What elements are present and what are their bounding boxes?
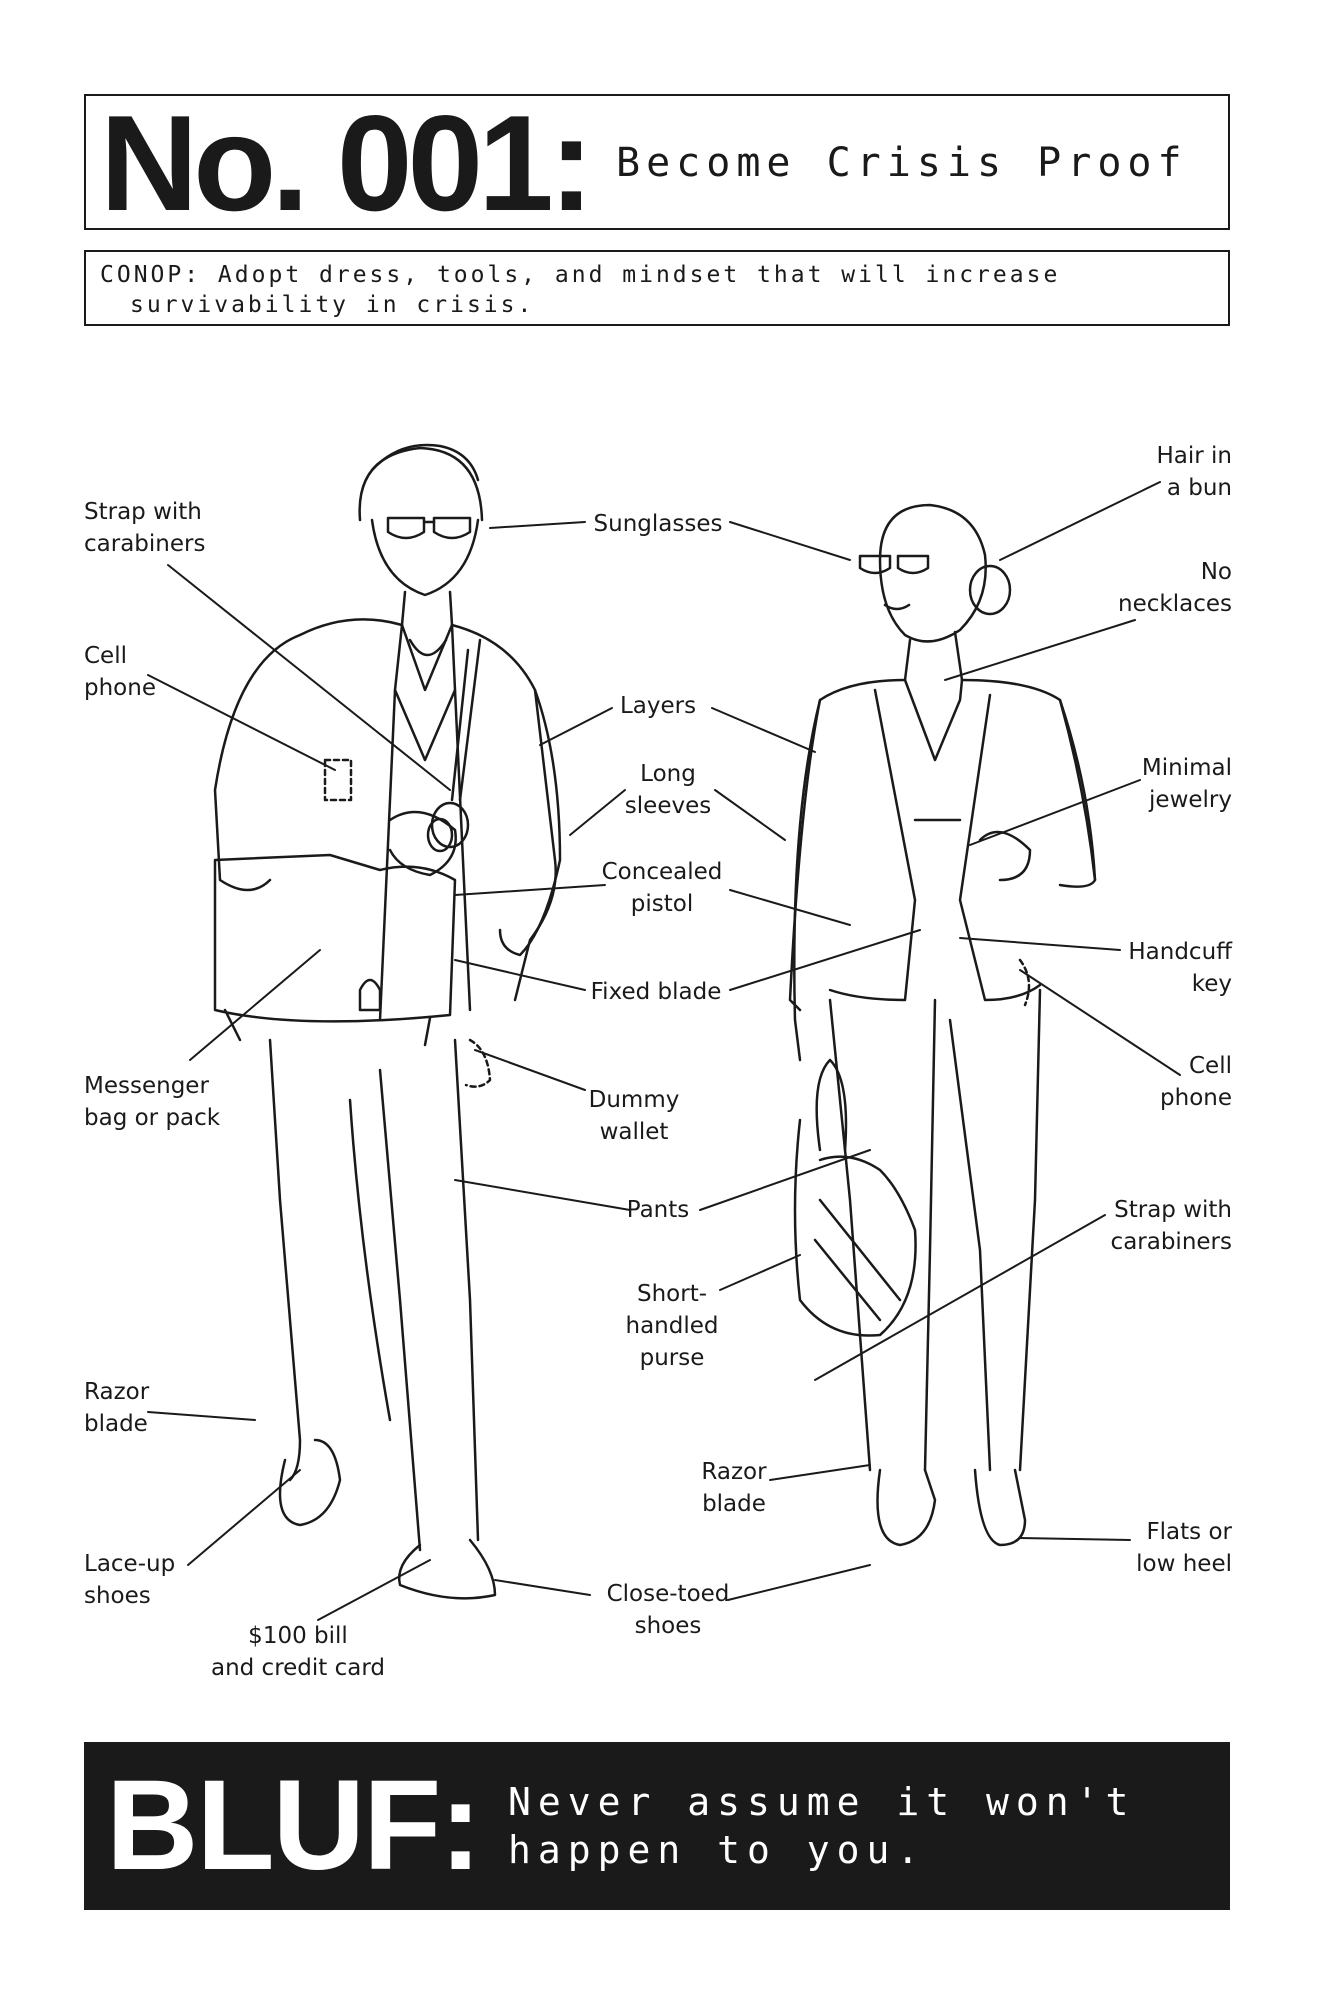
title-box: No. 001: Become Crisis Proof xyxy=(84,88,1230,238)
label-messenger-bag: Messenger bag or pack xyxy=(84,1073,221,1131)
label-strap-man: Strap with carabiners xyxy=(84,499,206,557)
label-flats-low-heel: Flats or low heel xyxy=(1136,1519,1232,1577)
label-pants: Pants xyxy=(626,1197,690,1223)
bluf-line-2: happen to you. xyxy=(508,1828,927,1872)
conop-line-1: CONOP: Adopt dress, tools, and mindset t… xyxy=(100,262,1061,288)
conop-box: CONOP: Adopt dress, tools, and mindset t… xyxy=(84,250,1230,326)
label-layers: Layers xyxy=(619,693,697,719)
label-razor-man: Razor blade xyxy=(84,1379,150,1437)
label-razor-woman: Razor blade xyxy=(701,1459,767,1517)
label-short-handled-purse: Short- handled purse xyxy=(625,1281,719,1371)
label-strap-woman: Strap with carabiners xyxy=(1110,1197,1232,1255)
bluf-text: Never assume it won't happen to you. xyxy=(508,1778,1135,1874)
label-dummy-wallet: Dummy wallet xyxy=(588,1087,680,1145)
label-hair-bun: Hair in a bun xyxy=(1156,443,1232,501)
label-minimal-jewelry: Minimal jewelry xyxy=(1141,755,1232,813)
label-no-necklaces: No necklaces xyxy=(1118,559,1232,617)
label-cell-phone-woman: Cell phone xyxy=(1160,1053,1232,1111)
label-handcuff-key: Handcuff key xyxy=(1128,939,1232,997)
label-concealed-pistol: Concealed pistol xyxy=(601,859,723,917)
conop-line-2: survivability in crisis. xyxy=(130,292,535,318)
leader-lines xyxy=(147,481,1181,1621)
title-subtitle: Become Crisis Proof xyxy=(616,140,1188,186)
bluf-box: BLUF: Never assume it won't happen to yo… xyxy=(84,1742,1230,1910)
man-figure xyxy=(213,443,562,1600)
label-fixed-blade: Fixed blade xyxy=(590,979,722,1005)
label-close-toed-shoes: Close-toed shoes xyxy=(606,1581,730,1639)
label-laceup-shoes: Lace-up shoes xyxy=(84,1551,176,1609)
title-number: No. 001: xyxy=(100,87,594,239)
label-sunglasses: Sunglasses xyxy=(593,511,723,537)
label-bill-card: $100 bill and credit card xyxy=(210,1623,386,1681)
label-cell-phone-man: Cell phone xyxy=(84,643,156,701)
woman-figure xyxy=(788,503,1097,1547)
bluf-word: BLUF: xyxy=(106,1754,482,1897)
label-long-sleeves: Long sleeves xyxy=(624,761,712,819)
bluf-line-1: Never assume it won't xyxy=(508,1780,1136,1824)
